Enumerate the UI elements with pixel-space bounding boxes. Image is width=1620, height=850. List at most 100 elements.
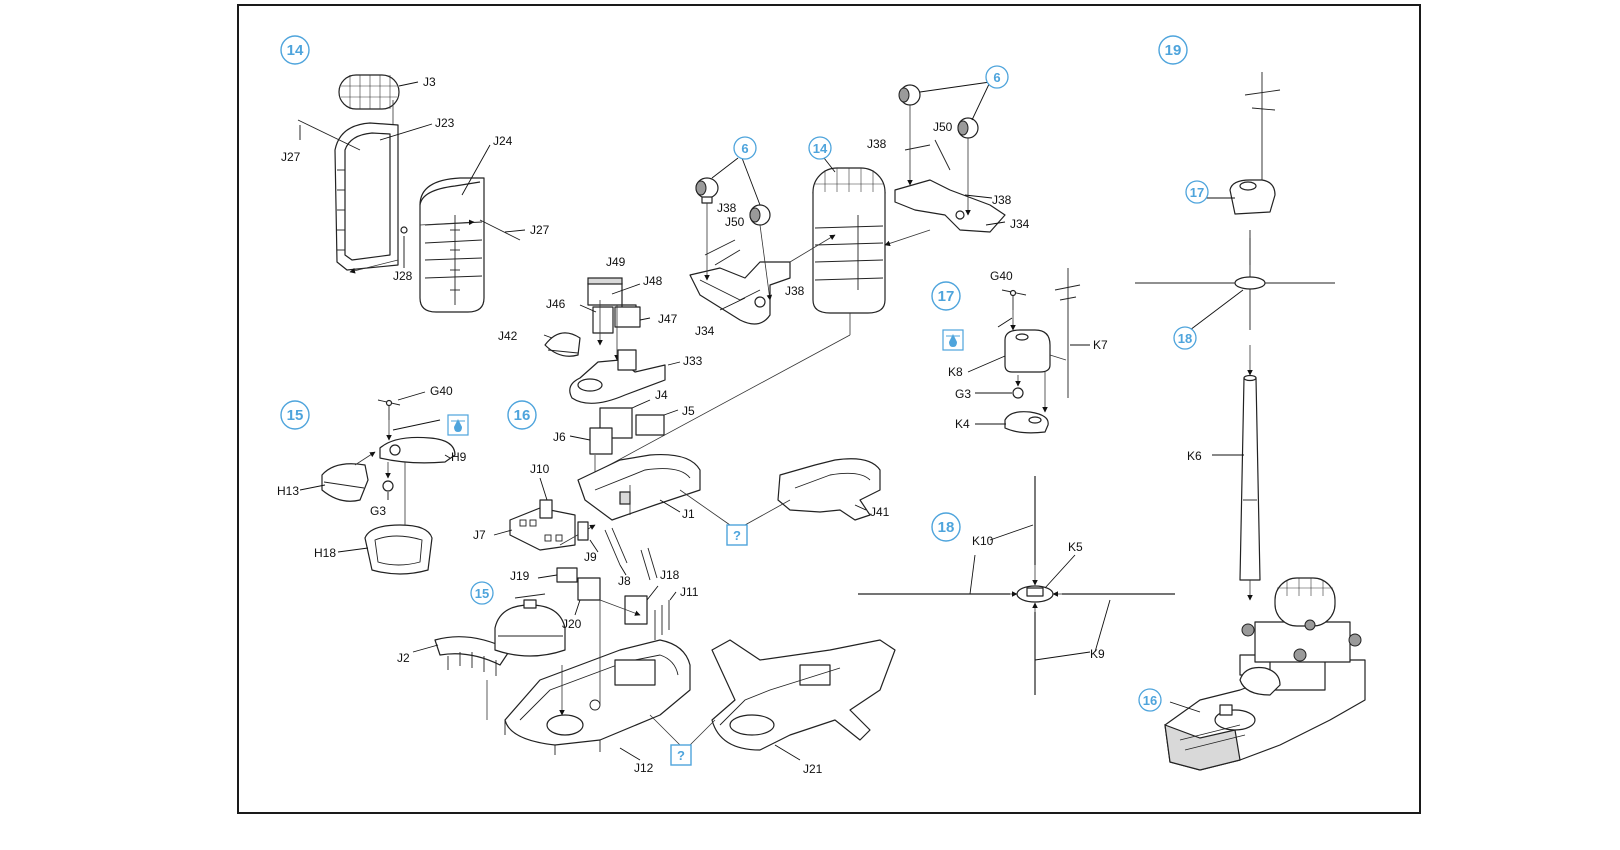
svg-text:16: 16 <box>514 407 531 424</box>
label-j2: J2 <box>397 651 410 665</box>
label-k10: K10 <box>972 534 994 548</box>
step-14-assembly <box>297 74 526 313</box>
step-16-assembly <box>412 277 896 761</box>
label-j33: J33 <box>683 354 703 368</box>
part-j5 <box>635 414 665 436</box>
label-k8: K8 <box>948 365 963 379</box>
part-bridge-assembled <box>1164 577 1366 771</box>
part-g40-right <box>1001 289 1027 310</box>
svg-text:19: 19 <box>1165 42 1182 59</box>
label-j20: J20 <box>562 617 582 631</box>
part-j20 <box>577 577 601 601</box>
svg-text:6: 6 <box>741 141 748 156</box>
ref-badge-14: 14 <box>808 136 832 160</box>
svg-text:?: ? <box>733 528 741 543</box>
part-searchlight-2 <box>749 204 771 226</box>
label-j7: J7 <box>473 528 486 542</box>
label-j42: J42 <box>498 329 518 343</box>
part-j34-right-deck <box>894 179 1006 233</box>
label-j19: J19 <box>510 569 530 583</box>
label-j38-d: J38 <box>992 193 1012 207</box>
part-18-yard-assembled <box>1135 238 1335 330</box>
svg-text:18: 18 <box>1178 331 1192 346</box>
glue-icon-step15 <box>447 414 469 436</box>
part-g40-left <box>377 399 401 420</box>
part-j6 <box>589 427 613 455</box>
label-g3-right: G3 <box>955 387 971 401</box>
part-h13-shield <box>321 463 369 502</box>
label-j47: J47 <box>658 312 678 326</box>
svg-text:17: 17 <box>1190 185 1204 200</box>
svg-text:14: 14 <box>813 141 828 156</box>
label-j8: J8 <box>618 574 631 588</box>
label-j38-a: J38 <box>717 201 737 215</box>
callout-box-2: ? <box>670 744 692 766</box>
part-j33-platform <box>569 349 666 404</box>
label-g40-left: G40 <box>430 384 453 398</box>
part-h18-ring <box>364 524 433 575</box>
ref-badge-6-left: 6 <box>733 136 757 160</box>
step-badge-16: 16 <box>507 400 537 430</box>
label-j27-right: J27 <box>530 223 550 237</box>
part-17-platform <box>1229 179 1276 215</box>
ref-badge-17: 17 <box>1185 180 1209 204</box>
step-badge-14: 14 <box>280 35 310 65</box>
part-j8-ladder <box>604 527 658 581</box>
step-15-assembly <box>299 391 456 575</box>
part-j10 <box>539 499 553 519</box>
part-searchlight-4 <box>957 117 979 139</box>
label-j9: J9 <box>584 550 597 564</box>
label-j46: J46 <box>546 297 566 311</box>
step-badge-18: 18 <box>931 512 961 542</box>
ref-badge-15: 15 <box>470 581 494 605</box>
label-j3: J3 <box>423 75 436 89</box>
label-j23: J23 <box>435 116 455 130</box>
part-j19 <box>556 567 578 583</box>
label-j38-b: J38 <box>785 284 805 298</box>
part-j46-panel <box>592 306 641 334</box>
label-k4: K4 <box>955 417 970 431</box>
label-j5: J5 <box>682 404 695 418</box>
part-labels: J3 J23 J27 J24 J27 J28 J38 J50 J38 J34 J… <box>277 75 1202 776</box>
label-h18: H18 <box>314 546 336 560</box>
part-k4-base <box>1004 411 1049 434</box>
label-h13: H13 <box>277 484 299 498</box>
part-j27-rod-right <box>479 219 521 241</box>
label-j11: J11 <box>680 585 699 599</box>
svg-text:?: ? <box>677 748 685 763</box>
svg-text:18: 18 <box>938 519 955 536</box>
label-j27-left: J27 <box>281 150 301 164</box>
step-badge-17: 17 <box>931 281 961 311</box>
part-j27-rod-left <box>297 119 361 151</box>
label-j38-c: J38 <box>867 137 887 151</box>
part-j9 <box>577 521 589 541</box>
label-j50-a: J50 <box>725 215 745 229</box>
label-j18: J18 <box>660 568 680 582</box>
part-k7-mast <box>1054 268 1081 398</box>
label-j34-b: J34 <box>1010 217 1030 231</box>
step-16-upper <box>599 81 1006 471</box>
part-j24-funnel <box>419 177 485 313</box>
svg-text:17: 17 <box>938 288 955 305</box>
label-j10: J10 <box>530 462 550 476</box>
ref-badge-16: 16 <box>1138 688 1162 712</box>
part-g3-right <box>1012 387 1024 399</box>
label-j28: J28 <box>393 269 413 283</box>
step-19-assembly <box>1135 72 1366 771</box>
label-j1: J1 <box>682 507 695 521</box>
ref-badge-6-right: 6 <box>985 65 1009 89</box>
svg-text:15: 15 <box>475 586 489 601</box>
svg-text:16: 16 <box>1143 693 1157 708</box>
label-k6: K6 <box>1187 449 1202 463</box>
glue-icon <box>942 329 964 351</box>
part-j28 <box>400 226 408 234</box>
label-j24: J24 <box>493 134 513 148</box>
part-searchlight-1 <box>695 177 719 204</box>
label-h9: H9 <box>451 450 467 464</box>
part-j21-deck <box>711 639 896 751</box>
part-g3-left <box>382 480 394 492</box>
label-j50-b: J50 <box>933 120 953 134</box>
label-k7: K7 <box>1093 338 1108 352</box>
label-j12: J12 <box>634 761 654 775</box>
part-j41-deck <box>777 458 881 521</box>
